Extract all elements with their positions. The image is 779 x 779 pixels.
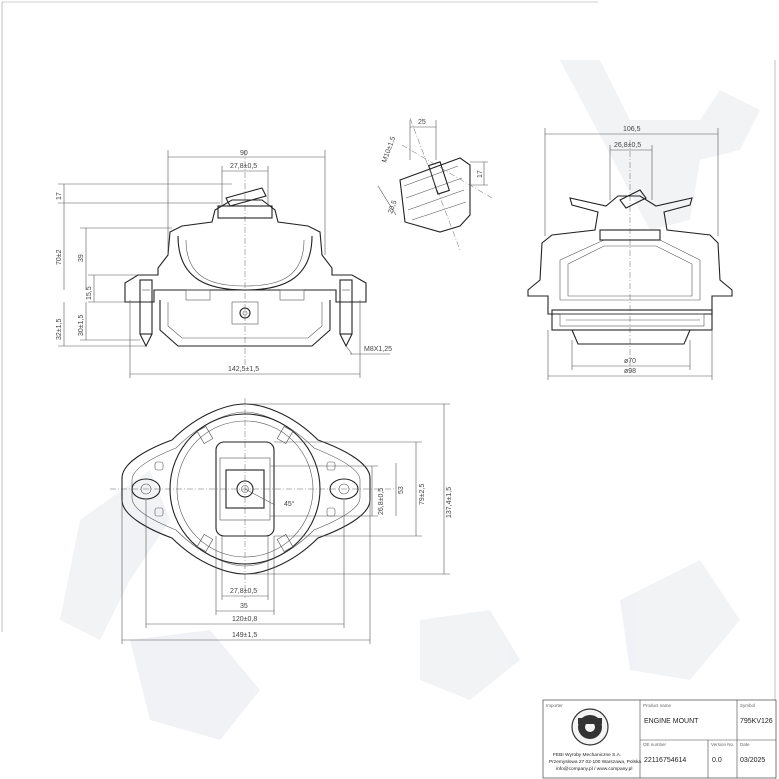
dim-front-center: 27,8±0,5 bbox=[230, 163, 257, 170]
importer-label: Importer bbox=[546, 703, 563, 708]
date-label: Date bbox=[740, 742, 750, 747]
importer-line-2: Przemysłowa 27 02-100 Warszawa, Polska bbox=[549, 759, 641, 765]
dim-detail-25: 25 bbox=[418, 119, 426, 126]
product-name: ENGINE MOUNT bbox=[644, 718, 699, 725]
importer-line-3: info@company.pl / www.company.pl bbox=[556, 766, 632, 772]
dim-front-17: 17 bbox=[56, 192, 63, 200]
dim-front-15: 15,5 bbox=[86, 286, 93, 300]
top-view-dimensions: 45° 26,8±0,5 53 79±2,5 137,4±1,5 27,8±0,… bbox=[121, 403, 453, 644]
date-value: 03/2025 bbox=[740, 757, 765, 764]
dim-top-149: 149±1,5 bbox=[232, 632, 257, 639]
dim-top-79: 79±2,5 bbox=[419, 484, 426, 505]
dim-side-dia98: ø98 bbox=[624, 368, 636, 375]
detail-view-dimensions: 25 M10±1,5 17 20,5 bbox=[377, 119, 488, 216]
dim-side-dia70: ø70 bbox=[624, 358, 636, 365]
dim-top-angle: 45° bbox=[284, 500, 295, 508]
side-view bbox=[527, 140, 733, 372]
dim-front-70: 70±2 bbox=[56, 249, 63, 265]
dim-detail-17: 17 bbox=[477, 170, 484, 178]
dim-front-32: 32±1,5 bbox=[56, 319, 63, 340]
front-view-dimensions: 90 27,8±0,5 17 70±2 39 15,5 32±1,5 30±1,… bbox=[56, 150, 392, 378]
dim-front-width: 90 bbox=[240, 150, 248, 157]
dim-top-27: 27,8±0,5 bbox=[230, 588, 257, 595]
dim-top-35: 35 bbox=[240, 603, 248, 610]
product-name-label: Product name bbox=[643, 703, 672, 708]
dim-side-width: 106,5 bbox=[623, 126, 641, 133]
version-value: 0.0 bbox=[712, 757, 722, 764]
watermark-gear bbox=[60, 60, 760, 740]
importer-line-1: FEBI Wyroby Mechaniczne S.A. bbox=[553, 752, 621, 758]
dim-top-120: 120±0,8 bbox=[232, 616, 257, 623]
dim-front-thread: M8X1,25 bbox=[364, 346, 392, 353]
dim-front-base: 142,5±1,5 bbox=[228, 366, 259, 373]
dim-front-39: 39 bbox=[78, 254, 85, 262]
side-view-dimensions: 106,5 26,8±0,5 ø70 ø98 bbox=[544, 126, 719, 380]
oe-number-value: 22116754614 bbox=[644, 757, 686, 764]
top-view bbox=[110, 398, 395, 598]
title-block: Importer FEBI Wyroby Mechaniczne S.A. Pr… bbox=[542, 699, 777, 779]
dim-top-137: 137,4±1,5 bbox=[446, 487, 453, 518]
detail-view bbox=[399, 117, 493, 251]
front-view bbox=[124, 150, 367, 365]
dim-detail-20: 20,5 bbox=[387, 199, 398, 214]
symbol-label: Symbol bbox=[740, 703, 755, 708]
dim-top-53: 53 bbox=[398, 486, 405, 494]
symbol-value: 795KV126 bbox=[740, 718, 773, 725]
oe-number-label: OE number bbox=[643, 742, 667, 747]
dim-side-center: 26,8±0,5 bbox=[614, 142, 641, 149]
dim-detail-m10: M10±1,5 bbox=[381, 136, 397, 164]
version-label: Version No. bbox=[711, 742, 734, 747]
dim-front-30: 30±1,5 bbox=[78, 315, 85, 336]
company-logo bbox=[571, 708, 609, 746]
dim-top-26: 26,8±0,5 bbox=[378, 488, 385, 515]
